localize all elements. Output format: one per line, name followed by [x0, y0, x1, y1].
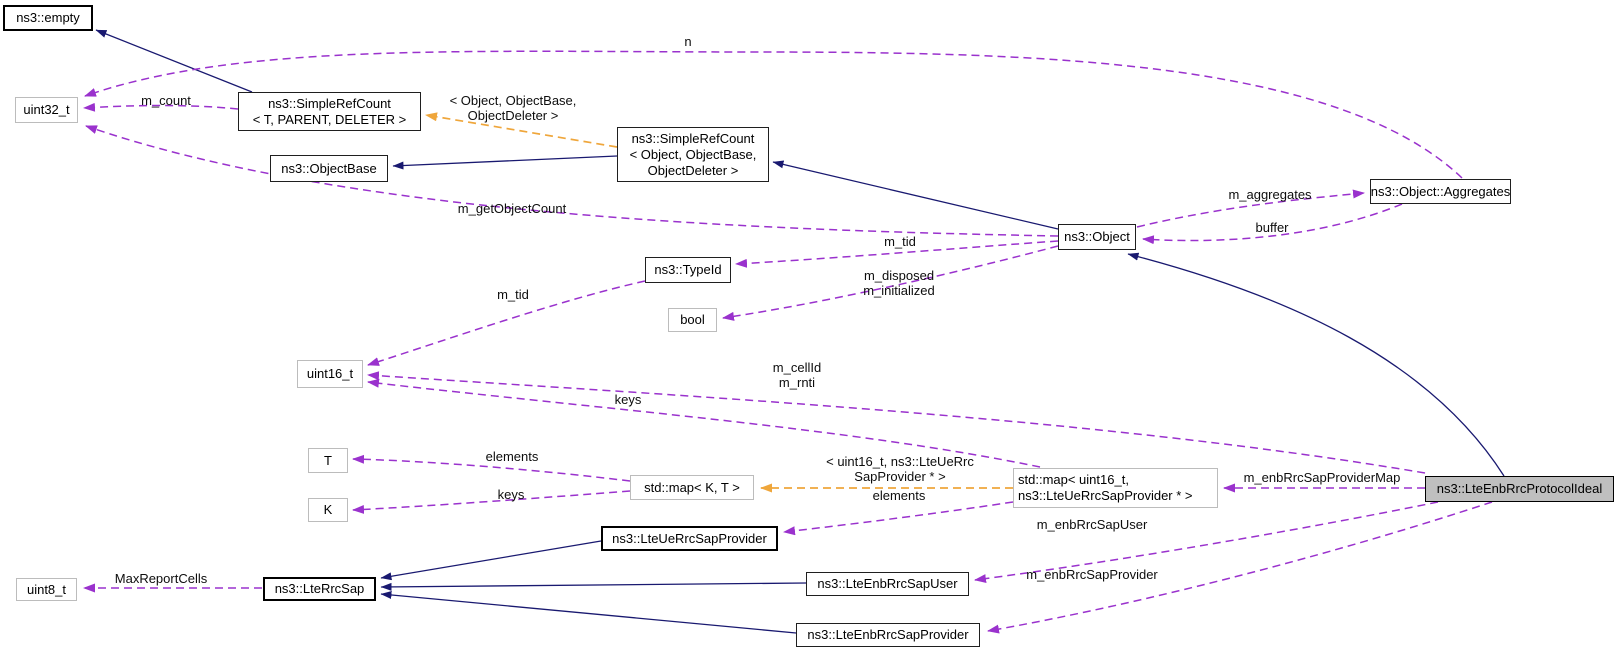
- edge-usage-n: [84, 50, 1463, 179]
- edge-label-m-count: m_count: [141, 93, 191, 108]
- edge-inherit-focus-object: [1127, 252, 1505, 477]
- edge-usage-buffer: [1142, 203, 1403, 245]
- node-ns3-lteuerrcsapprovider[interactable]: ns3::LteUeRrcSapProvider: [601, 526, 778, 551]
- edge-usage-maggregates: [1136, 189, 1365, 228]
- edge-label-elements-kt: elements: [485, 449, 539, 464]
- node-ns3-lteenbrrcsapprovider[interactable]: ns3::LteEnbRrcSapProvider: [796, 623, 980, 647]
- edge-label-maxreportcells: MaxReportCells: [114, 571, 208, 586]
- edge-usage-mtid-typeid: [367, 280, 646, 366]
- edge-label-keys-uint16: keys: [614, 392, 642, 407]
- edge-inherit-simplerefcountObj-objectbase: [392, 155, 618, 170]
- edge-label-m-enbrrcsapprovidermap: m_enbRrcSapProviderMap: [1243, 470, 1401, 485]
- node-t-param: T: [308, 448, 348, 473]
- edge-label-elements-map: elements: [872, 488, 926, 503]
- node-ns3-ltercsap[interactable]: ns3::LteRrcSap: [263, 577, 376, 601]
- edge-usage-mcount: [83, 102, 239, 112]
- edge-label-m-tid-object: m_tid: [884, 234, 916, 249]
- edge-inherit-uesapprovider-ltercsap: [380, 540, 602, 581]
- node-simplerefcount-t-parent-deleter[interactable]: ns3::SimpleRefCount < T, PARENT, DELETER…: [238, 92, 421, 131]
- edge-label-n: n: [684, 34, 692, 49]
- edge-usage-keys-u16: [367, 378, 1041, 468]
- node-ns3-object[interactable]: ns3::Object: [1058, 224, 1136, 250]
- edge-label-m-getobjectcount: m_getObjectCount: [457, 201, 567, 216]
- node-ns3-lteenbrrcprotocolideal: ns3::LteEnbRrcProtocolIdeal: [1425, 476, 1614, 502]
- node-uint32-t: uint32_t: [15, 97, 78, 123]
- edge-label-keys-kt: keys: [497, 487, 525, 502]
- edge-usage-keys-kt: [352, 490, 631, 514]
- node-ns3-object-aggregates[interactable]: ns3::Object::Aggregates: [1370, 179, 1511, 204]
- node-ns3-objectbase[interactable]: ns3::ObjectBase: [270, 155, 388, 182]
- node-ns3-typeid[interactable]: ns3::TypeId: [645, 257, 731, 283]
- edge-usage-elements-kt: [352, 454, 631, 482]
- node-std-map-k-t: std::map< K, T >: [630, 475, 754, 500]
- node-uint16-t: uint16_t: [297, 360, 363, 388]
- edge-label-m-enbrrcsapuser: m_enbRrcSapUser: [1036, 517, 1148, 532]
- edge-label-buffer: buffer: [1255, 220, 1289, 235]
- edge-label-m-aggregates: m_aggregates: [1228, 187, 1312, 202]
- node-ns3-lteenbrrcsapuser[interactable]: ns3::LteEnbRrcSapUser: [806, 572, 969, 596]
- edge-inherit-enbsapprovider-ltercsap: [380, 590, 797, 634]
- edge-usage-mcellid: [367, 371, 1426, 474]
- edge-label-template-simplerefcount: < Object, ObjectBase, ObjectDeleter >: [449, 93, 577, 123]
- node-simplerefcount-object[interactable]: ns3::SimpleRefCount < Object, ObjectBase…: [617, 127, 769, 182]
- edge-label-m-enbrrcsapprovider: m_enbRrcSapProvider: [1026, 567, 1158, 582]
- node-ns3-empty[interactable]: ns3::empty: [3, 5, 93, 31]
- node-std-map-uint16-uesapprovider: std::map< uint16_t, ns3::LteUeRrcSapProv…: [1013, 468, 1218, 508]
- edge-inherit-object-simplerefcountObj: [772, 160, 1059, 230]
- edge-label-m-cellid-m-rnti: m_cellId m_rnti: [772, 360, 822, 390]
- edge-usage-sapuser: [974, 501, 1439, 584]
- edge-template-simplerefcount: [425, 112, 618, 148]
- edge-usage-elements-map: [783, 501, 1014, 536]
- edge-inherit-enbsapuser-ltercsap: [380, 582, 807, 591]
- node-bool: bool: [668, 308, 717, 332]
- edge-usage-mtid-object: [735, 240, 1059, 268]
- edge-usage-sapprovider: [987, 501, 1493, 634]
- edge-label-m-disposed-initialized: m_disposed m_initialized: [863, 268, 935, 298]
- edge-inherit-simplerefcountT-empty: [95, 29, 253, 93]
- node-k-param: K: [308, 498, 348, 522]
- edge-label-m-tid-typeid: m_tid: [497, 287, 529, 302]
- node-uint8-t: uint8_t: [16, 578, 77, 601]
- edge-label-template-map: < uint16_t, ns3::LteUeRrc SapProvider * …: [826, 454, 974, 484]
- edge-usage-mgetobjectcount: [85, 125, 1059, 237]
- edge-usage-mdisposed: [722, 245, 1059, 321]
